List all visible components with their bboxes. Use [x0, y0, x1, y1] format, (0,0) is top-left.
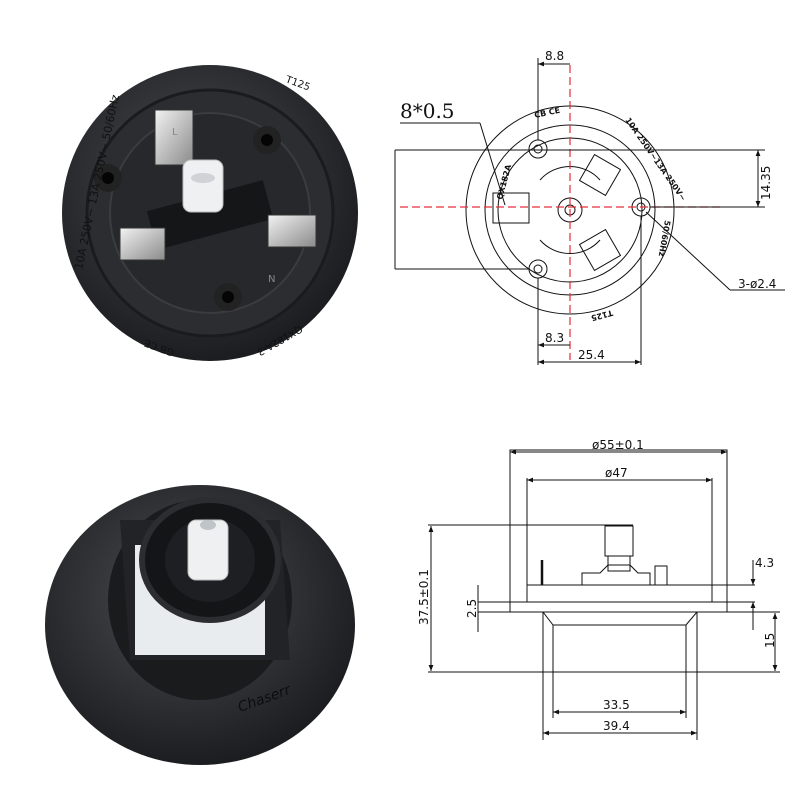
- terminal-l: [154, 109, 194, 166]
- dim-base-outer: 39.4: [603, 719, 630, 733]
- dim-holes: 3-ø2.4: [738, 277, 776, 291]
- dim-terminal: 4.3: [755, 556, 774, 570]
- top-view-drawing: 8*0.5 8.8 14.35 3-ø2.4 8.3 25.4 QX182A 1…: [394, 49, 785, 365]
- mounting-hole: [94, 126, 281, 311]
- freq-text: 50/60Hz: [657, 220, 672, 258]
- label-l: L: [172, 127, 178, 138]
- side-view-drawing: ø55±0.1 ø47 37.5±0.1 2.5 4.3 15 33.5 39.…: [417, 438, 780, 740]
- angled-view-photo: Chaserr: [45, 485, 355, 765]
- dim-flange: 2.5: [465, 599, 479, 618]
- rating-text: 10A 250V~13A 250V~: [623, 116, 687, 203]
- mounting-hole: [528, 139, 651, 279]
- dim-8-8: 8.8: [545, 49, 564, 63]
- terminal-n: [267, 214, 317, 248]
- dim-inner-diameter: ø47: [605, 466, 628, 480]
- dim-base-height: 15: [763, 633, 777, 648]
- label-n: N: [268, 274, 275, 285]
- top-view-photo: L N 10A 250V~ 13A 250V~ 50/60Hz T125 QX1…: [62, 65, 358, 361]
- dim-outer-diameter: ø55±0.1: [592, 438, 644, 452]
- temp-text: T125: [590, 308, 614, 323]
- dim-25-4: 25.4: [578, 348, 605, 362]
- shaft: [182, 159, 224, 213]
- dim-8-3: 8.3: [545, 331, 564, 345]
- wire-spec-label: 8*0.5: [400, 99, 455, 123]
- terminal: [119, 227, 166, 261]
- dim-height: 37.5±0.1: [417, 569, 431, 625]
- dim-14-35: 14.35: [759, 166, 773, 200]
- dim-base-inner: 33.5: [603, 698, 630, 712]
